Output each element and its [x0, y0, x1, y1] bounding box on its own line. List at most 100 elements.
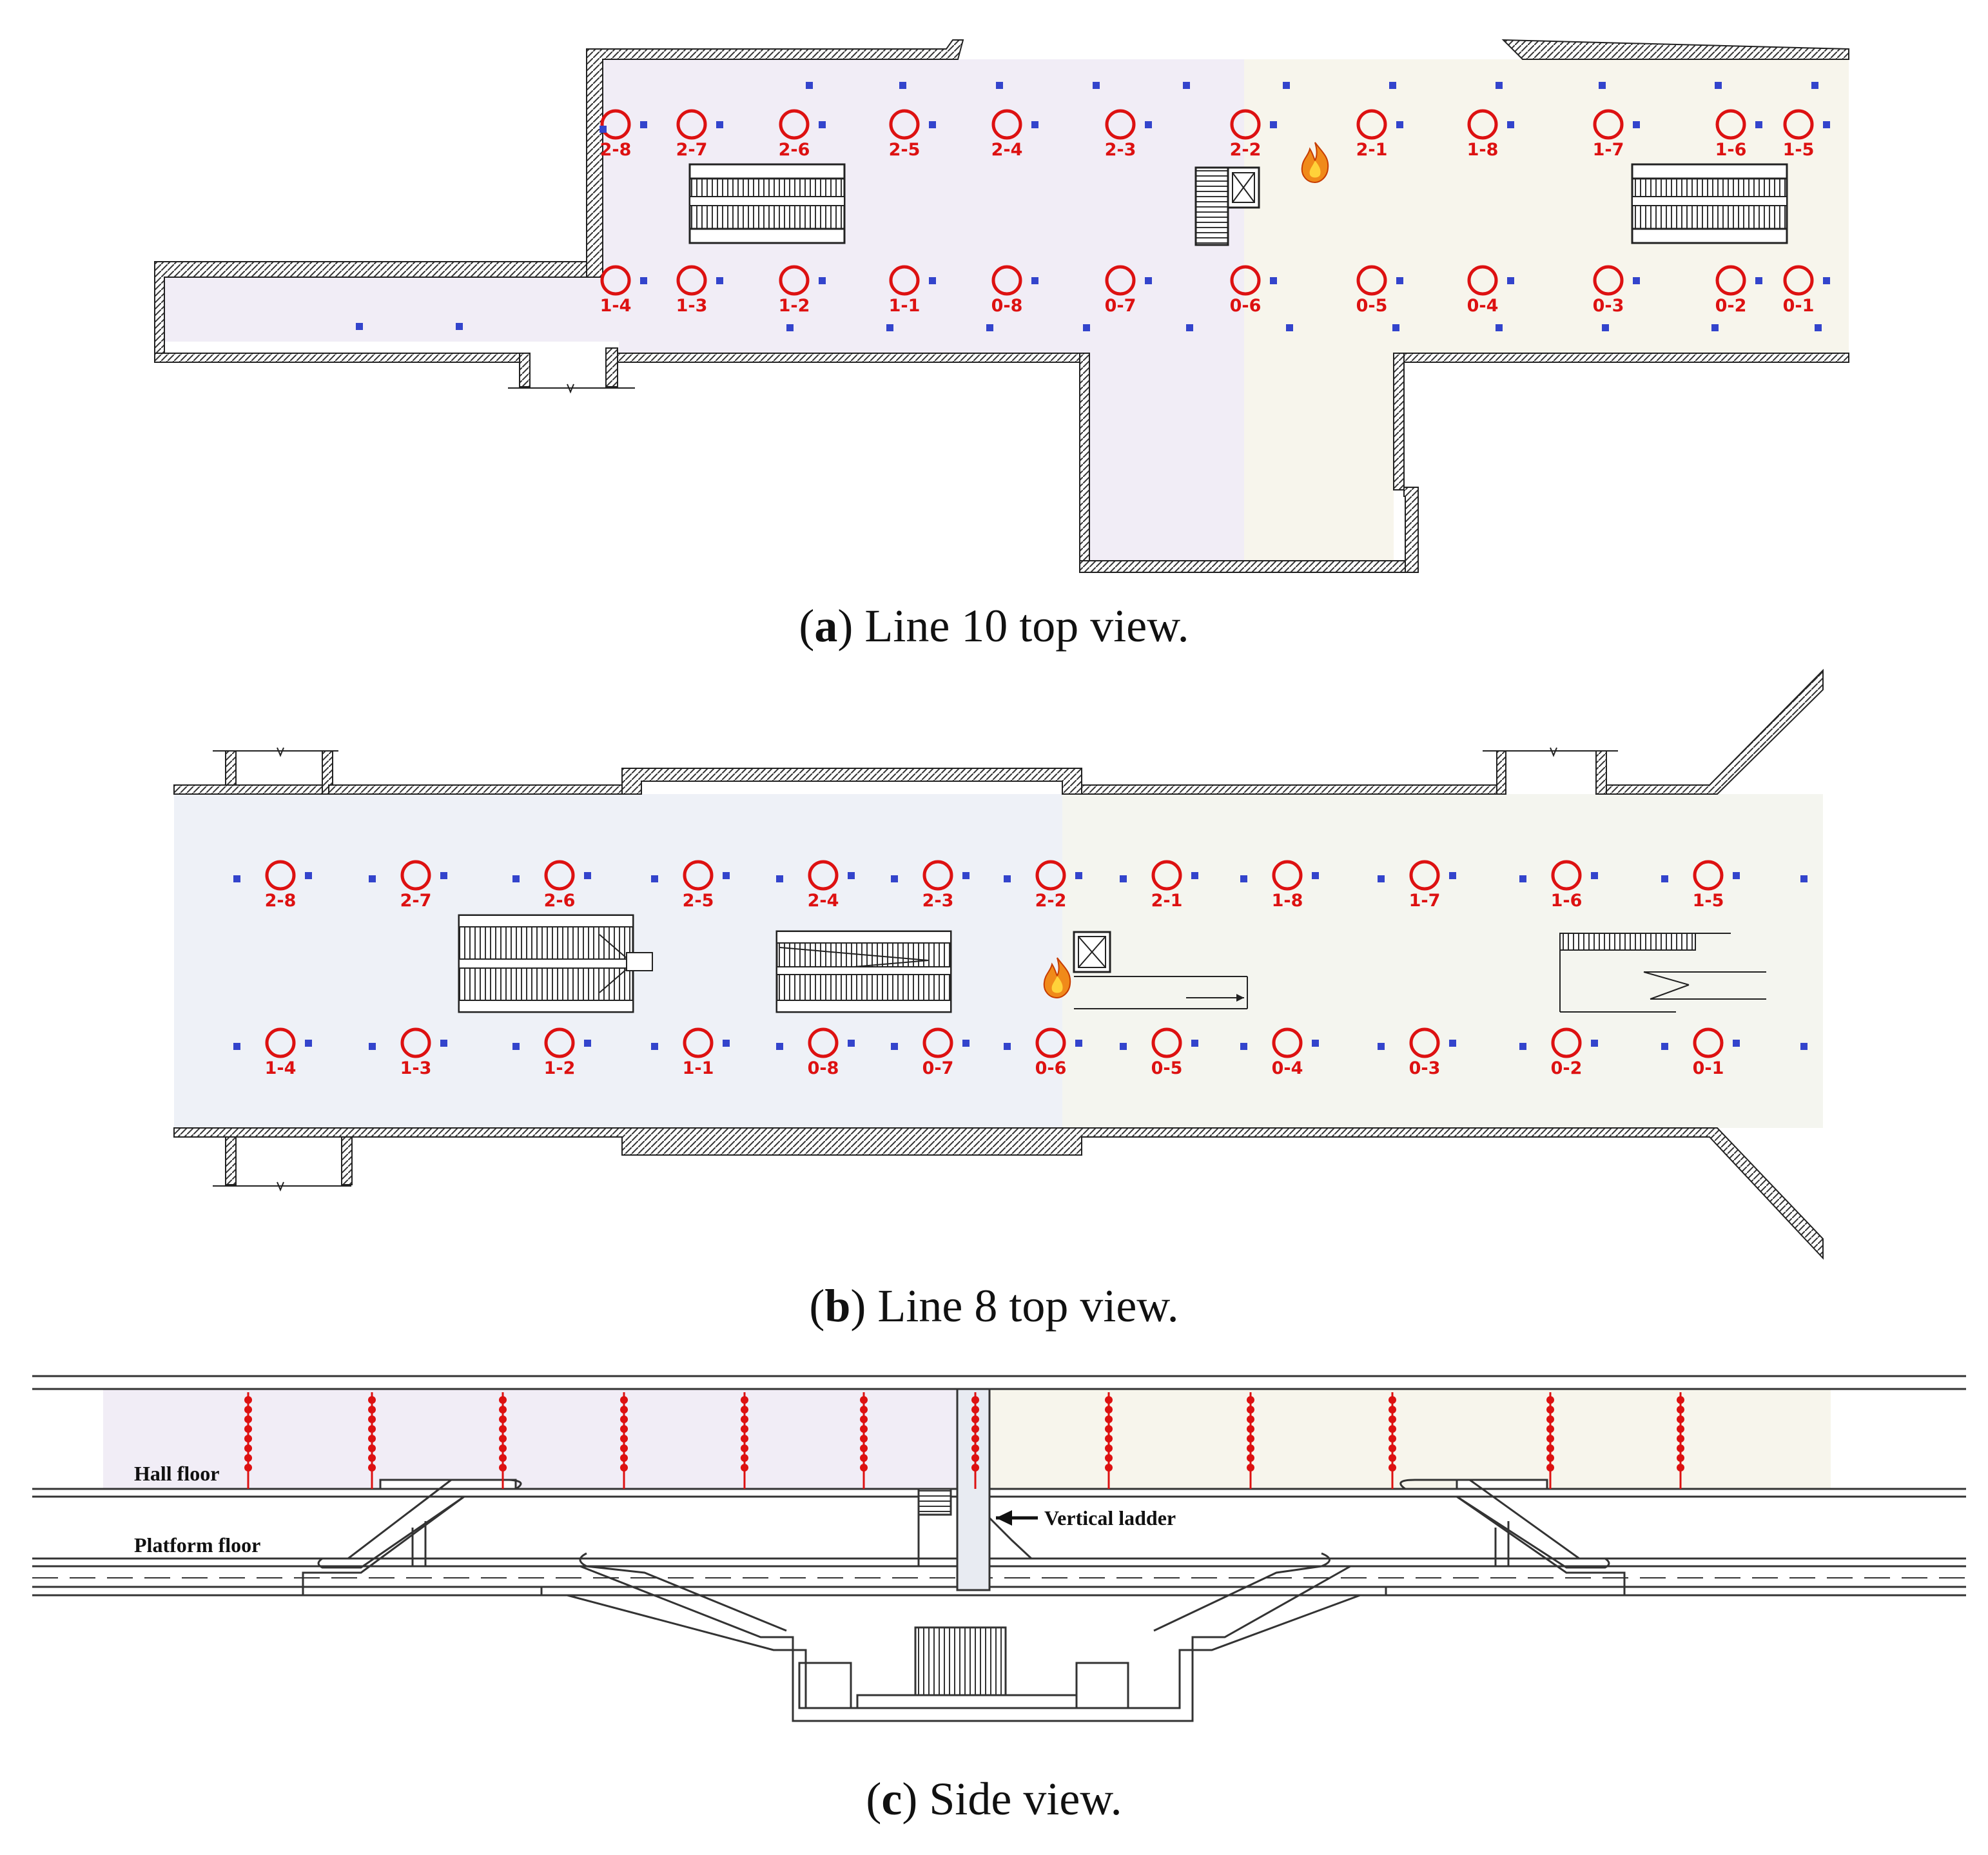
vent-icon: [716, 277, 723, 284]
panel-a-sensor-2-3: 2-3: [1105, 109, 1152, 160]
sensor-ring-icon: [1467, 109, 1498, 140]
vent-icon: [456, 323, 463, 330]
sensor-label: 0-5: [1151, 1058, 1183, 1078]
vent-icon: [1449, 1040, 1456, 1047]
sensor-ring-icon: [265, 860, 296, 891]
vent-icon: [233, 875, 240, 882]
sensor-label: 2-2: [1035, 891, 1067, 911]
panel-b-sensor-1-4: 1-4: [265, 1027, 312, 1078]
sensor-ring-icon: [676, 265, 707, 296]
vent-icon: [512, 875, 520, 882]
panel-b-sensor-0-4: 0-4: [1272, 1027, 1319, 1078]
vent-icon: [1031, 121, 1038, 128]
vent-icon: [640, 277, 647, 284]
sensor-ring-icon: [1105, 265, 1136, 296]
panel-b-sensor-2-6: 2-6: [544, 860, 591, 911]
panel-a-sensor-2-6: 2-6: [779, 109, 826, 160]
vent-icon: [1145, 121, 1152, 128]
sensor-ring-icon: [1593, 265, 1624, 296]
vent-icon: [1507, 277, 1514, 284]
vent-icon: [929, 277, 936, 284]
vent-icon: [1283, 82, 1290, 89]
vent-icon: [1733, 872, 1740, 879]
sensor-label: 1-8: [1467, 140, 1499, 160]
sensor-ring-icon: [1467, 265, 1498, 296]
sensor-chain: [971, 1392, 979, 1489]
panel-a-sensor-2-5: 2-5: [889, 109, 936, 160]
panel-a-sensor-1-5: 1-5: [1783, 109, 1830, 160]
sensor-label: 2-1: [1151, 891, 1183, 911]
sensor-ring-icon: [1551, 860, 1582, 891]
sensor-ring-icon: [779, 109, 810, 140]
sensor-label: 0-7: [922, 1058, 954, 1078]
vent-icon: [962, 872, 970, 879]
vent-icon: [640, 121, 647, 128]
sensor-ring-icon: [1272, 860, 1303, 891]
panel-a-sensor-1-4: 1-4: [600, 265, 647, 316]
panel-b-sensor-2-8: 2-8: [265, 860, 312, 911]
vent-icon: [1312, 1040, 1319, 1047]
panel-c-side-view: Hall floor Platform floor Vertical ladde…: [32, 1375, 1966, 1722]
sensor-ring-icon: [889, 109, 920, 140]
vent-icon: [899, 82, 906, 89]
vent-icon: [1093, 82, 1100, 89]
panel-b-sensor-2-3: 2-3: [922, 860, 970, 911]
panel-a-sensor-2-4: 2-4: [991, 109, 1038, 160]
vent-icon: [1591, 872, 1598, 879]
panel-b-sensor-0-7: 0-7: [922, 1027, 970, 1078]
vent-icon: [786, 324, 794, 331]
panel-a-stair-elevator: [1194, 166, 1260, 246]
sensor-label: 0-6: [1230, 296, 1262, 316]
vent-icon: [1004, 875, 1011, 882]
panel-a-sensor-2-2: 2-2: [1230, 109, 1277, 160]
vent-icon: [1496, 82, 1503, 89]
panel-b-sensor-1-2: 1-2: [544, 1027, 591, 1078]
vent-icon: [599, 126, 607, 133]
vent-icon: [512, 1043, 520, 1050]
caption-a-text: Line 10 top view.: [853, 600, 1189, 652]
sensor-label: 1-2: [779, 296, 810, 316]
vent-icon: [1519, 875, 1526, 882]
sensor-label: 0-2: [1715, 296, 1747, 316]
vent-icon: [1083, 324, 1090, 331]
panel-b-sensor-0-3: 0-3: [1409, 1027, 1456, 1078]
sensor-ring-icon: [1783, 109, 1814, 140]
caption-b: (b) Line 8 top view.: [809, 1280, 1179, 1332]
sensor-label: 1-7: [1409, 891, 1441, 911]
caption-a-letter: a: [814, 600, 838, 652]
sensor-ring-icon: [1230, 265, 1261, 296]
vent-icon: [1811, 82, 1818, 89]
panel-c-sensor-chains: [244, 1392, 1684, 1489]
vent-icon: [1823, 277, 1830, 284]
vent-icon: [1602, 324, 1609, 331]
panel-b-sensor-0-1: 0-1: [1693, 1027, 1740, 1078]
caption-b-text: Line 8 top view.: [866, 1280, 1179, 1332]
sensor-label: 1-5: [1693, 891, 1724, 911]
vent-icon: [1240, 875, 1247, 882]
vent-icon: [1075, 1040, 1082, 1047]
vent-icon: [1378, 875, 1385, 882]
sensor-ring-icon: [1593, 109, 1624, 140]
panel-b-sensor-0-8: 0-8: [808, 1027, 855, 1078]
sensor-label: 0-7: [1105, 296, 1136, 316]
sensor-ring-icon: [1356, 265, 1387, 296]
panel-a-sensor-0-6: 0-6: [1230, 265, 1277, 316]
sensor-chain: [1546, 1392, 1554, 1489]
vent-icon: [1755, 277, 1762, 284]
panel-a-zone-right: [1244, 59, 1849, 569]
sensor-label: 2-6: [544, 891, 576, 911]
panel-b-sensor-2-4: 2-4: [808, 860, 855, 911]
panel-a-sensor-0-1: 0-1: [1783, 265, 1830, 316]
sensor-ring-icon: [1693, 860, 1724, 891]
panel-b-escalator-middle: [775, 930, 952, 1013]
vent-icon: [1270, 277, 1277, 284]
vent-icon: [1120, 875, 1127, 882]
sensor-label: 0-1: [1693, 1058, 1724, 1078]
sensor-label: 0-8: [991, 296, 1023, 316]
panel-c-hall-floor-label: Hall floor: [134, 1462, 219, 1485]
panel-b-sensor-2-1: 2-1: [1151, 860, 1198, 911]
panel-a-sensor-2-7: 2-7: [676, 109, 723, 160]
panel-c-hall-zone-right: [989, 1389, 1831, 1489]
sensor-label: 0-3: [1593, 296, 1624, 316]
